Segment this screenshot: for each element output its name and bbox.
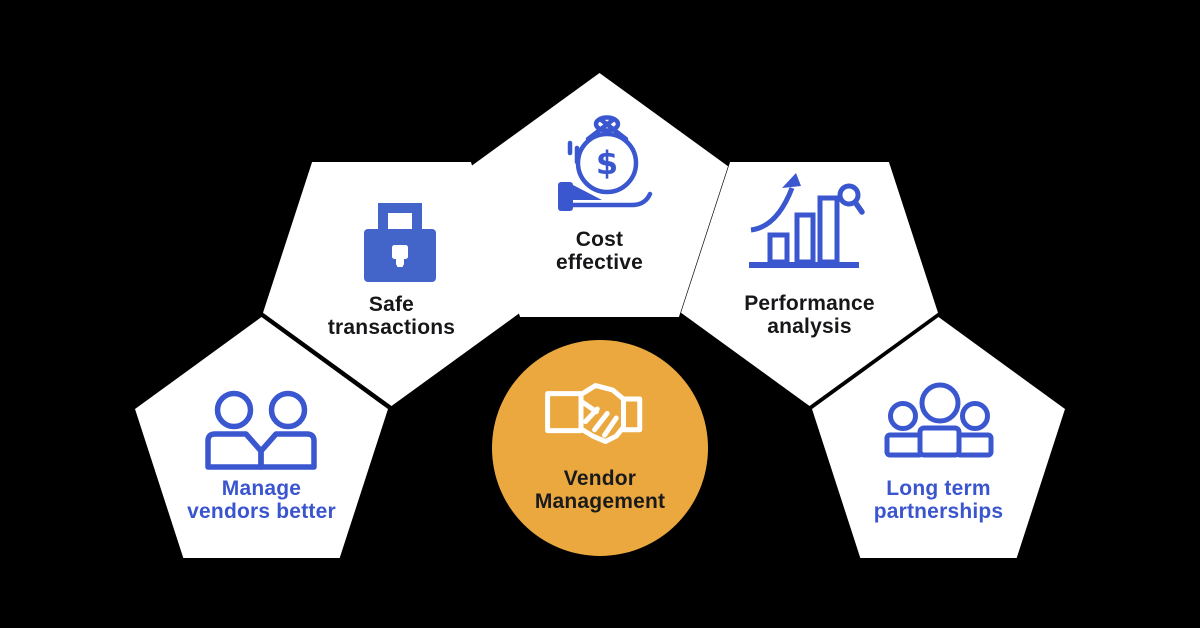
- center-label: Vendor Management: [492, 467, 708, 513]
- petal-cost-effective: $ Cost effective: [471, 73, 728, 317]
- petal-label: Cost effective: [471, 228, 728, 274]
- label-line-2: transactions: [327, 316, 456, 339]
- label-line-2: vendors better: [187, 500, 336, 523]
- label-line-2: effective: [555, 251, 643, 274]
- three-people-icon: [884, 382, 994, 458]
- label-line-2: analysis: [767, 315, 852, 338]
- padlock-icon: [364, 203, 436, 282]
- handshake-icon: [545, 383, 643, 444]
- label-line-2: partnerships: [873, 500, 1004, 523]
- center-vendor-management: Vendor Management: [492, 340, 708, 556]
- money-bag-in-hand-icon: $: [558, 115, 653, 211]
- label-line-1: Cost: [575, 228, 624, 251]
- bar-chart-magnifier-icon: [749, 173, 865, 268]
- petal-label: Manage vendors better: [135, 477, 388, 523]
- label-line-1: Safe: [368, 293, 415, 316]
- petal-label: Long term partnerships: [812, 477, 1065, 523]
- label-line-2: Management: [534, 490, 666, 513]
- svg-text:$: $: [596, 144, 618, 182]
- label-line-1: Vendor: [563, 467, 637, 490]
- label-line-1: Long term: [886, 477, 991, 500]
- two-people-icon: [205, 390, 317, 470]
- petal-label: Safe transactions: [263, 293, 520, 339]
- petal-label: Performance analysis: [681, 292, 938, 338]
- label-line-1: Performance: [744, 292, 875, 315]
- label-line-1: Manage: [221, 477, 302, 500]
